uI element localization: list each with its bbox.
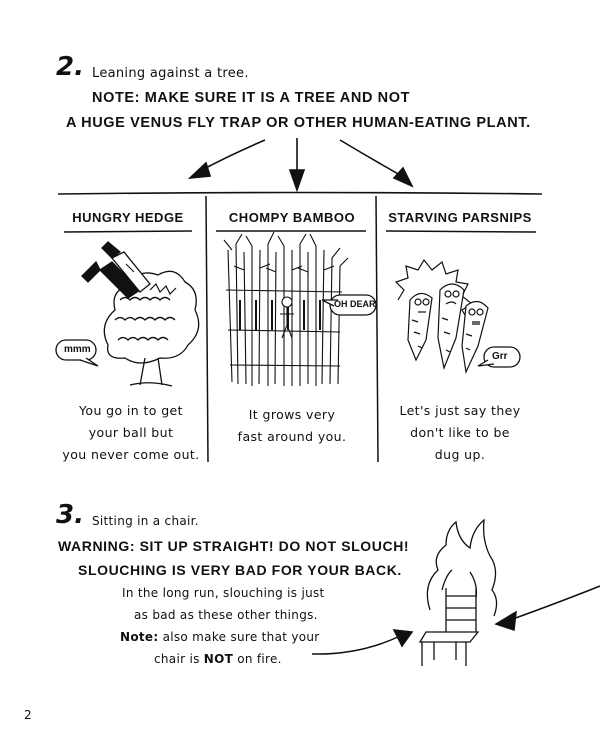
hedge-speech-bubble	[55, 339, 99, 367]
note-label: Note:	[120, 630, 159, 644]
parsnips-illustration	[394, 258, 489, 375]
section-2-note-line1: NOTE: MAKE SURE IT IS A TREE AND NOT	[92, 90, 411, 106]
caption-line: It grows very	[248, 407, 336, 422]
caption-parsnips: Let's just say they don't like to be dug…	[380, 400, 540, 466]
caption-line: fast around you.	[237, 429, 347, 444]
arrow-left-icon	[187, 139, 266, 180]
caption-line: Let's just say they	[399, 403, 521, 418]
bamboo-bubble-text: OH DEAR	[334, 299, 376, 309]
bamboo-illustration	[223, 231, 349, 386]
bamboo-speech-bubble	[321, 294, 377, 316]
section-3-warning-line2: SLOUCHING IS VERY BAD FOR YOUR BACK.	[78, 562, 402, 578]
panel-divider-right	[375, 195, 379, 463]
note-emphasis: NOT	[203, 652, 234, 666]
section-3-body-line1: In the long run, slouching is just	[122, 586, 325, 600]
hedge-bubble-text: mmm	[64, 344, 91, 355]
parsnips-bubble-text: Grr	[492, 351, 508, 362]
note-line2-post: on fire.	[233, 652, 282, 666]
panel-divider-left	[205, 195, 209, 463]
section-3-body-line2: as bad as these other things.	[134, 608, 318, 622]
column-heading-parsnips: STARVING PARSNIPS	[388, 210, 532, 225]
caption-line: You go in to get	[79, 403, 183, 418]
note-line2-pre: chair is	[154, 652, 204, 666]
section-2-title: Leaning against a tree.	[92, 66, 249, 81]
caption-line: your ball but	[88, 425, 174, 440]
caption-line: you never come out.	[62, 447, 200, 462]
section-3-note-line1: Note: also make sure that your	[120, 630, 320, 644]
section-2-note-line2: A HUGE VENUS FLY TRAP OR OTHER HUMAN-EAT…	[66, 115, 531, 131]
caption-line: don't like to be	[410, 425, 510, 440]
note-text: also make sure that your	[158, 630, 320, 644]
caption-line: dug up.	[434, 447, 486, 462]
caption-hedge: You go in to get your ball but you never…	[56, 400, 206, 466]
edge-arrow-icon	[494, 585, 600, 632]
burning-chair-illustration	[418, 518, 498, 666]
section-3-note-line2: chair is NOT on fire.	[154, 652, 282, 666]
caption-bamboo: It grows very fast around you.	[212, 404, 372, 448]
panel-top-rule	[57, 191, 543, 195]
section-2-number: 2.	[56, 52, 84, 82]
note-arrow-icon	[311, 629, 414, 655]
parsnips-speech-bubble	[477, 346, 521, 368]
column-heading-bamboo: CHOMPY BAMBOO	[228, 210, 356, 225]
section-3-warning-line1: WARNING: SIT UP STRAIGHT! DO NOT SLOUCH!	[58, 538, 410, 554]
section-3-title: Sitting in a chair.	[92, 514, 199, 528]
section-3-number: 3.	[56, 500, 84, 530]
arrow-right-icon	[339, 139, 414, 188]
hedge-illustration	[81, 241, 200, 387]
column-heading-hedge: HUNGRY HEDGE	[72, 210, 184, 225]
page-number: 2	[24, 708, 32, 722]
arrow-down-icon	[288, 138, 306, 193]
